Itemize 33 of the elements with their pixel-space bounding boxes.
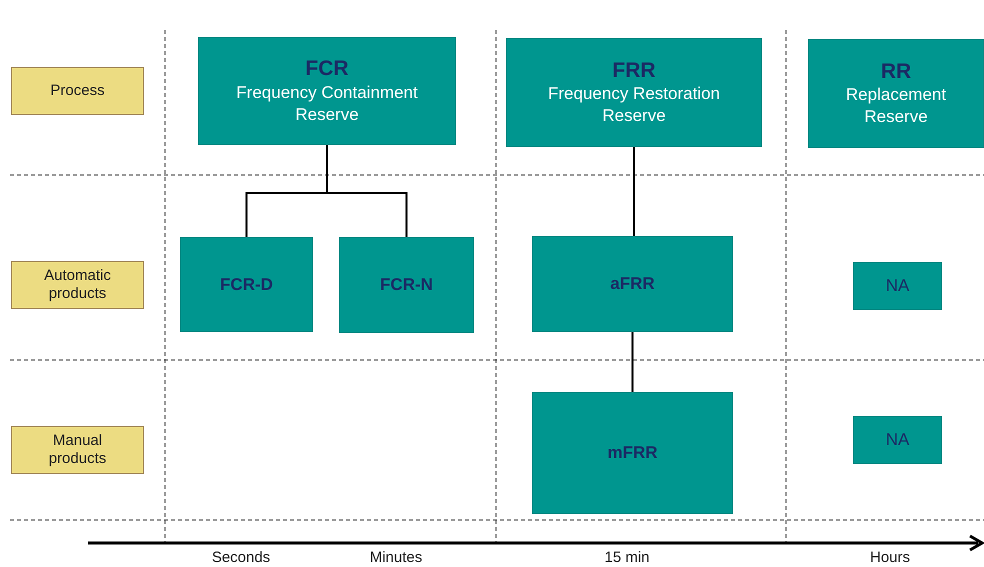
product-box (339, 237, 474, 333)
product-label: NA (886, 276, 910, 296)
product-label: NA (886, 430, 910, 450)
product-box (180, 237, 313, 332)
product-box (853, 262, 942, 310)
process-description: Frequency Restoration Reserve (547, 83, 721, 128)
time-label: Minutes (370, 549, 422, 566)
process-description: Frequency Containment Reserve (235, 82, 419, 126)
process-box (506, 38, 762, 147)
row-label: Automatic products (43, 267, 112, 303)
category-box (11, 426, 144, 474)
process-title: RR (880, 58, 912, 84)
time-label: Hours (870, 549, 910, 566)
process-description: Replacement Reserve (844, 84, 948, 128)
connector-line (632, 332, 634, 392)
process-box (808, 39, 984, 148)
row-label: Manual products (48, 432, 108, 468)
process-box (198, 37, 456, 145)
category-box (11, 67, 144, 115)
product-box (532, 392, 733, 514)
product-box (532, 236, 733, 332)
process-title: FRR (612, 58, 656, 83)
product-label: aFRR (610, 274, 655, 294)
product-label: FCR-D (220, 274, 273, 294)
row-label: Process (50, 82, 105, 100)
product-box (853, 416, 942, 464)
process-title: FCR (305, 56, 349, 82)
product-label: mFRR (607, 443, 658, 463)
time-label: Seconds (212, 549, 270, 566)
product-label: FCR-N (380, 275, 433, 295)
category-box (11, 261, 144, 309)
time-label: 15 min (604, 549, 650, 566)
connector-line (633, 147, 635, 236)
